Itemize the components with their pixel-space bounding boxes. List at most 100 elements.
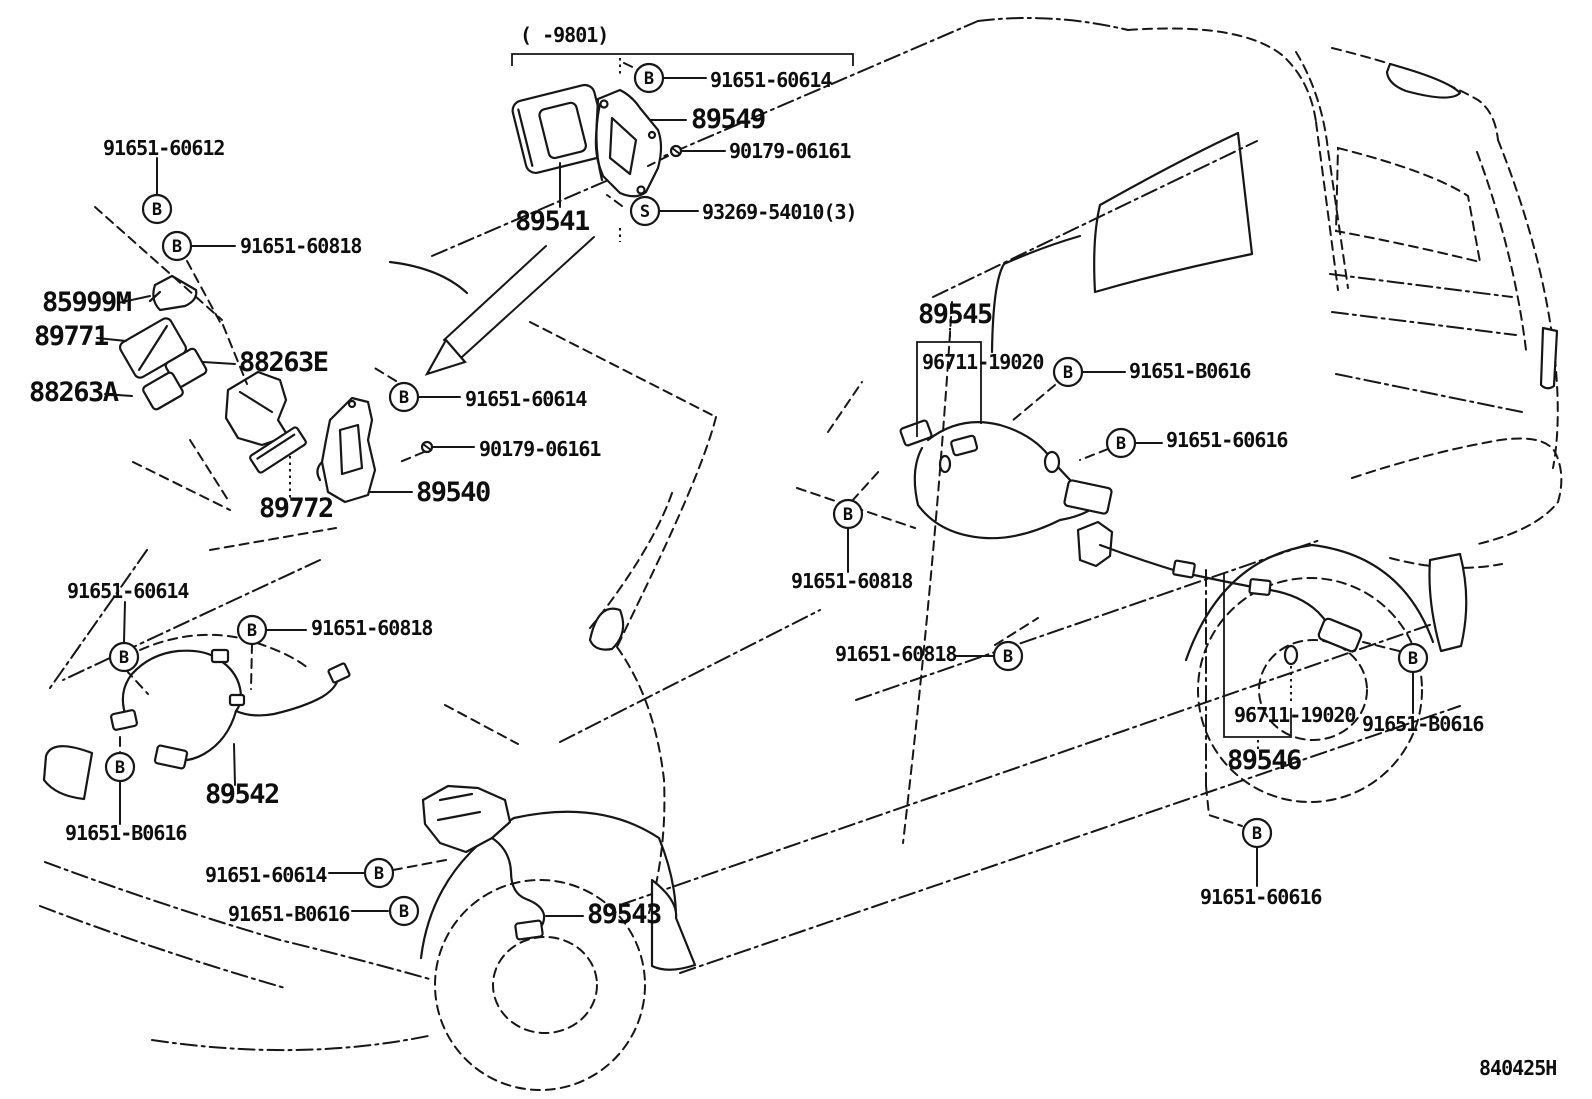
fastener-label-20: 91651-B0616 (228, 902, 349, 926)
part-label-29: 89546 (1227, 745, 1301, 776)
cowl-line (388, 260, 469, 295)
tail-lamp (1539, 326, 1559, 390)
callout-b-9: B (388, 895, 420, 927)
rear-wheel-arch (1184, 543, 1435, 662)
callout-letter: B (247, 621, 257, 641)
fastener-label-25: 91651-60616 (1166, 428, 1287, 452)
callout-b-12: B (832, 498, 864, 530)
rear-wheel (1197, 577, 1423, 803)
callout-b-2: B (141, 193, 173, 225)
rear-mudflap (1428, 552, 1468, 653)
callout-letter: B (1063, 363, 1073, 383)
relay-bracket (224, 370, 290, 447)
fastener-label-16: 91651-60818 (311, 616, 432, 640)
callout-b-6: B (236, 614, 268, 646)
fastener-label-6: 91651-60818 (240, 234, 361, 258)
callout-letter: B (399, 902, 409, 922)
fastener-label-24: 91651-B0616 (1129, 359, 1250, 383)
callout-b-13: B (992, 640, 1024, 672)
callout-letter: B (399, 388, 409, 408)
screw-icon (420, 440, 439, 454)
rear-hub (1258, 639, 1368, 741)
callout-letter: B (172, 237, 182, 257)
callout-letter: B (119, 648, 129, 668)
applicability-note: ( -9801) (520, 23, 608, 47)
callout-letter: B (115, 758, 125, 778)
part-label-4: 89541 (515, 206, 589, 237)
part-label-17: 89542 (205, 779, 279, 810)
front-sensor-wire-89543 (421, 784, 546, 941)
fastener-label-5: 91651-60612 (103, 136, 224, 160)
install-arrow (424, 236, 595, 376)
headlamp-shape (42, 745, 94, 801)
part-label-21: 89543 (587, 899, 661, 930)
front-hub (492, 936, 598, 1034)
front-wheel (434, 879, 646, 1091)
callout-letter: B (644, 69, 654, 89)
sensor-85999m (148, 274, 198, 312)
part-label-1: 89549 (691, 104, 765, 135)
fastener-label-26: 91651-60818 (791, 569, 912, 593)
front-wheel-arch (419, 810, 678, 960)
relay-88263a (142, 371, 184, 411)
part-label-22: 89545 (918, 299, 992, 330)
callout-letter: B (374, 864, 384, 884)
callout-b-8: B (363, 857, 395, 889)
fastener-label-12: 90179-06161 (479, 437, 601, 461)
relay-89771 (118, 317, 188, 379)
callout-b-3: B (161, 230, 193, 262)
callout-letter: B (152, 200, 162, 220)
drawing-number: 840425H (1479, 1056, 1556, 1080)
ecu-bracket-89549 (594, 88, 663, 198)
fastener-label-30: 91651-B0616 (1362, 712, 1483, 736)
callout-b-4: B (388, 381, 420, 413)
callout-letter: B (1408, 649, 1418, 669)
door-window-edge (990, 234, 1082, 354)
abs-ecu-89541 (511, 83, 609, 175)
fastener-label-15: 91651-60614 (67, 579, 189, 603)
fastener-label-23: 96711-19020 (922, 350, 1043, 374)
part-label-7: 85999M (42, 287, 132, 318)
part-label-13: 89540 (416, 477, 490, 508)
fastener-label-3: 93269-54010(3) (702, 200, 857, 224)
callout-b-5: B (108, 641, 140, 673)
roof-spoiler (1385, 62, 1462, 99)
mirror-shape (588, 607, 625, 651)
callout-b-11: B (1105, 427, 1137, 459)
part-label-10: 88263A (29, 377, 119, 408)
fastener-label-18: 91651-B0616 (65, 821, 186, 845)
side-window (1093, 131, 1254, 294)
fastener-label-27: 91651-60818 (835, 642, 956, 666)
leader-lines (94, 58, 1414, 917)
part-label-14: 89772 (259, 493, 333, 524)
screw-icon (669, 144, 689, 158)
connector-89772 (249, 426, 307, 474)
fastener-label-31: 91651-60616 (1200, 885, 1321, 909)
callout-letter: B (843, 505, 853, 525)
callout-b-0: B (633, 62, 665, 94)
fastener-label-2: 90179-06161 (729, 139, 851, 163)
vehicle-body-outline (39, 17, 1563, 1091)
callout-letter: S (640, 202, 650, 222)
rear-quarter-window (1334, 146, 1482, 264)
applicability-bracket: ( -9801) (511, 23, 854, 66)
fastener-label-0: 91651-60614 (710, 68, 832, 92)
callout-letter: B (1003, 647, 1013, 667)
callout-letter: B (1116, 434, 1126, 454)
sensor-bracket-89540 (316, 396, 377, 504)
callout-letter: B (1252, 824, 1262, 844)
front-mudflap (650, 878, 697, 971)
fastener-label-19: 91651-60614 (205, 863, 327, 887)
callout-b-14: B (1397, 642, 1429, 674)
rear-sensor-wire-89546 (1076, 520, 1363, 666)
callout-b-10: B (1052, 356, 1084, 388)
callout-b-7: B (104, 751, 136, 783)
part-label-9: 88263E (239, 347, 328, 378)
callout-s-1: S (629, 195, 661, 227)
rear-sensor-wire-89545 (899, 419, 1113, 540)
fastener-label-28: 96711-19020 (1234, 703, 1355, 727)
part-label-8: 89771 (34, 321, 108, 352)
callout-b-15: B (1241, 817, 1273, 849)
